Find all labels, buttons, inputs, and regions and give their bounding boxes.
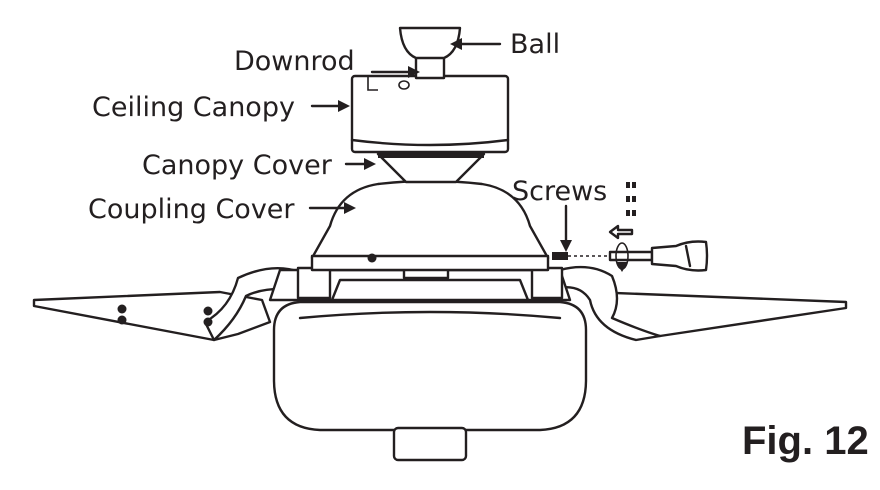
- label-ball: Ball: [510, 29, 560, 60]
- direction-arrow-icon: [608, 224, 634, 240]
- coupling-cover: [310, 179, 550, 272]
- leader-lines: [308, 38, 572, 252]
- label-coupling-cover: Coupling Cover: [88, 194, 295, 225]
- ceiling-canopy: [350, 74, 510, 154]
- figure-label: Fig. 12: [742, 419, 869, 463]
- screwdriver-icon: [608, 240, 709, 272]
- downrod: [414, 54, 446, 80]
- screw-icon: [626, 182, 636, 216]
- left-blade: [32, 267, 302, 342]
- canopy-cover: [376, 150, 486, 184]
- right-blade: [556, 265, 848, 342]
- rotation-arrow-icon: [615, 242, 629, 272]
- screw: [552, 252, 610, 260]
- label-screws: Screws: [512, 176, 607, 207]
- label-ceiling-canopy: Ceiling Canopy: [92, 92, 295, 123]
- label-canopy-cover: Canopy Cover: [142, 150, 333, 181]
- label-downrod: Downrod: [234, 46, 355, 77]
- ball: [398, 26, 462, 60]
- light-kit: [272, 300, 588, 462]
